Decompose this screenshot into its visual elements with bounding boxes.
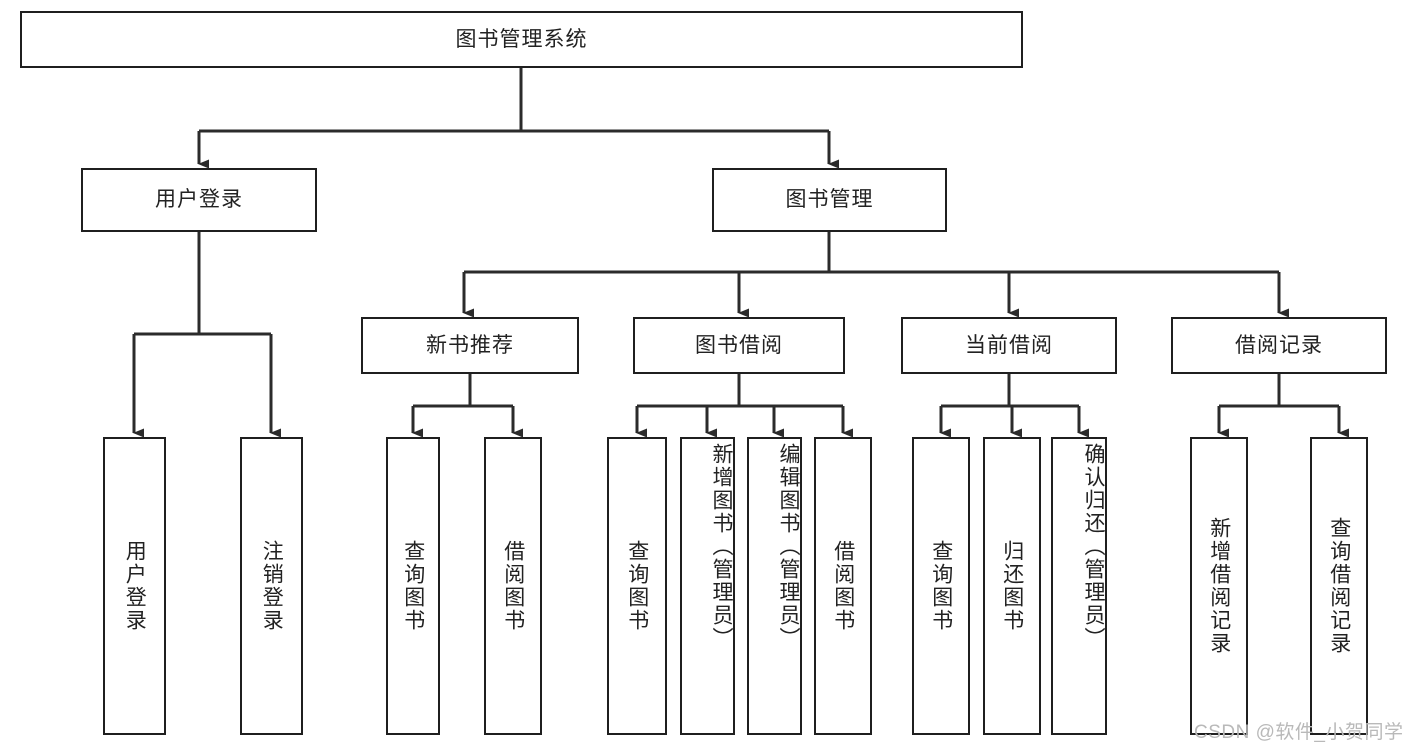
node-level3-2: 当前借阅 <box>901 317 1117 374</box>
node-level3-1: 图书借阅 <box>633 317 845 374</box>
node-leaf-7: 借阅图书 <box>814 437 872 735</box>
node-level3-2-label: 当前借阅 <box>965 333 1053 357</box>
node-leaf-4: 查询图书 <box>607 437 667 735</box>
node-leaf-5: 新增图书（管理员） <box>680 437 735 735</box>
node-leaf-2: 查询图书 <box>386 437 440 735</box>
node-leaf-11-label: 新增借阅记录 <box>1207 517 1231 655</box>
node-leaf-11: 新增借阅记录 <box>1190 437 1248 735</box>
node-level2-0: 用户登录 <box>81 168 317 232</box>
node-leaf-6-label: 编辑图书（管理员） <box>777 443 800 650</box>
node-leaf-0: 用户登录 <box>103 437 166 735</box>
node-level3-1-label: 图书借阅 <box>695 333 783 357</box>
node-leaf-12-label: 查询借阅记录 <box>1327 517 1351 655</box>
node-leaf-10: 确认归还（管理员） <box>1051 437 1107 735</box>
node-leaf-9: 归还图书 <box>983 437 1041 735</box>
node-leaf-12: 查询借阅记录 <box>1310 437 1368 735</box>
node-leaf-9-label: 归还图书 <box>1000 540 1024 632</box>
node-level3-3: 借阅记录 <box>1171 317 1387 374</box>
node-leaf-8-label: 查询图书 <box>929 540 953 632</box>
node-level2-1-label: 图书管理 <box>785 188 874 212</box>
watermark-text: CSDN @软件_小贺同学 <box>1194 722 1404 743</box>
node-leaf-6: 编辑图书（管理员） <box>747 437 802 735</box>
node-root: 图书管理系统 <box>20 11 1023 68</box>
node-level3-0: 新书推荐 <box>361 317 579 374</box>
node-leaf-1: 注销登录 <box>240 437 303 735</box>
node-leaf-1-label: 注销登录 <box>260 540 284 632</box>
node-root-label: 图书管理系统 <box>455 27 588 51</box>
node-leaf-3: 借阅图书 <box>484 437 542 735</box>
node-leaf-3-label: 借阅图书 <box>501 540 525 632</box>
node-leaf-0-label: 用户登录 <box>123 540 147 632</box>
node-leaf-7-label: 借阅图书 <box>831 540 855 632</box>
node-leaf-2-label: 查询图书 <box>401 540 425 632</box>
node-level3-3-label: 借阅记录 <box>1235 333 1323 357</box>
node-leaf-8: 查询图书 <box>912 437 970 735</box>
node-leaf-5-label: 新增图书（管理员） <box>710 443 733 650</box>
node-level3-0-label: 新书推荐 <box>426 333 514 357</box>
node-leaf-10-label: 确认归还（管理员） <box>1082 443 1105 650</box>
node-leaf-4-label: 查询图书 <box>625 540 649 632</box>
node-level2-1: 图书管理 <box>712 168 947 232</box>
node-level2-0-label: 用户登录 <box>155 188 243 212</box>
